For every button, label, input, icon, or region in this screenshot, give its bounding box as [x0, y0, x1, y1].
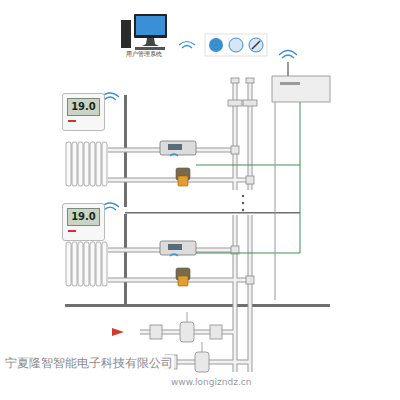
display-reading: 19.0 — [67, 208, 100, 226]
wall — [124, 214, 127, 304]
thermostat: 19.0 — [62, 93, 105, 131]
signal-wire — [196, 100, 300, 253]
heat-meter — [160, 241, 196, 255]
pipe — [108, 78, 250, 372]
radiator — [66, 242, 107, 286]
control-valve — [176, 168, 190, 186]
watermark-url: www.longizndz.cn — [170, 377, 252, 387]
bus-wire — [275, 100, 276, 300]
watermark-company: 宁夏隆智智能电子科技有限公司 — [4, 355, 174, 372]
computer-node: 用户管理系统 — [118, 12, 170, 58]
computer-icon — [119, 12, 169, 50]
pipe-outline — [108, 78, 250, 372]
floor-line — [125, 212, 300, 214]
control-valve — [176, 268, 190, 286]
heat-meter — [160, 141, 196, 155]
brand-mark — [68, 120, 76, 122]
device-icons — [205, 34, 267, 56]
data-concentrator — [272, 62, 330, 102]
wifi-icon — [101, 42, 297, 257]
brand-mark — [68, 230, 76, 232]
display-reading: 19.0 — [67, 98, 100, 116]
radiator — [66, 142, 107, 186]
thermostat: 19.0 — [62, 203, 105, 241]
continuation-dots — [242, 195, 244, 211]
supply-arrow — [112, 328, 124, 336]
floor-slab — [65, 304, 330, 307]
system-label: 用户管理系统 — [118, 50, 170, 58]
